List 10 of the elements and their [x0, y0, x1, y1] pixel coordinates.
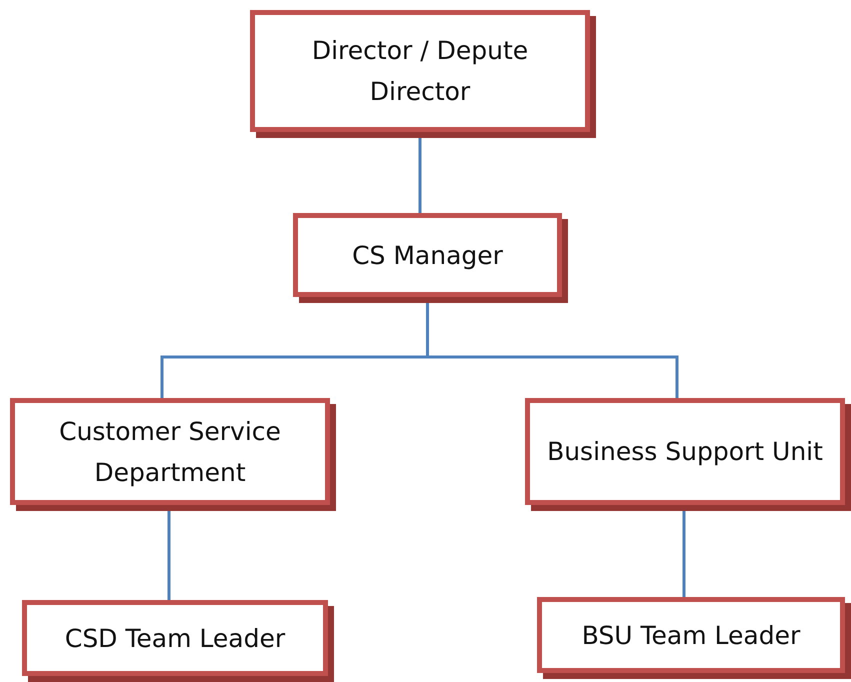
box-label: BSU Team Leader	[582, 620, 800, 652]
connector-line	[426, 303, 678, 398]
box-label: Customer Service Department	[58, 416, 282, 488]
box-label: CS Manager	[352, 240, 503, 272]
connector-line	[682, 511, 686, 597]
box-label: Director / Depute Director	[310, 35, 530, 108]
box-label: CSD Team Leader	[64, 622, 286, 654]
connector-line	[418, 138, 422, 213]
box-label: Business Support Unit	[547, 436, 823, 468]
connector-line	[168, 511, 170, 600]
